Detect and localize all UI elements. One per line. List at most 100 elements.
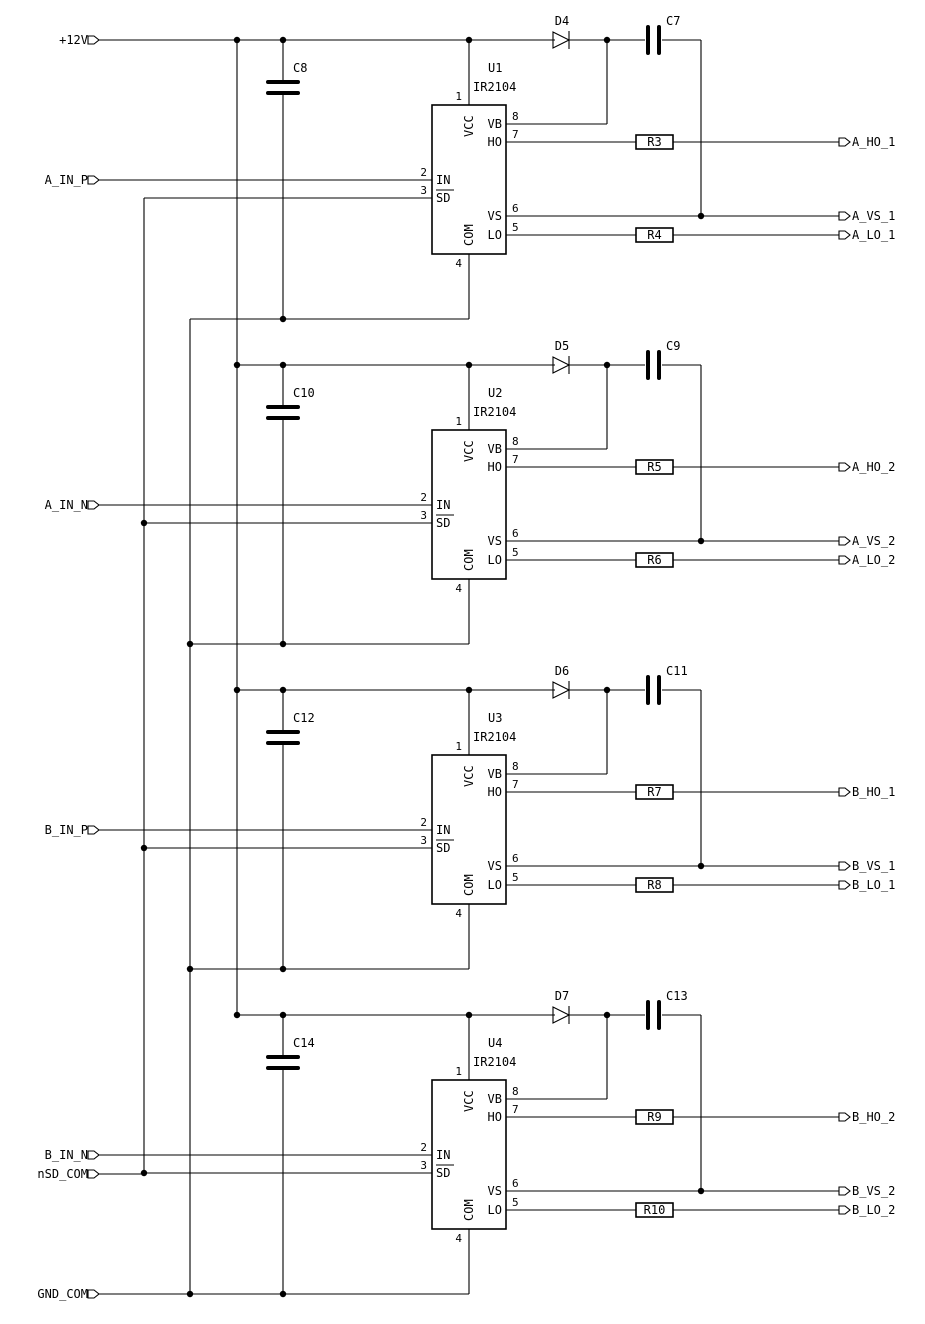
output-port-ho-label: B_HO_1 bbox=[852, 785, 895, 799]
vcc-cap-ref: C12 bbox=[293, 711, 315, 725]
lo-resistor-ref: R4 bbox=[647, 228, 661, 242]
pin-label-ho: HO bbox=[488, 1110, 502, 1124]
diode-ref: D5 bbox=[555, 339, 569, 353]
vcc-decoupling-capacitor bbox=[266, 1055, 300, 1070]
output-port-vs-label: A_VS_1 bbox=[852, 209, 895, 223]
bootstrap-capacitor bbox=[646, 25, 661, 55]
output-port-lo: B_LO_2 bbox=[838, 1203, 895, 1217]
pin-label-vcc: VCC bbox=[462, 440, 476, 462]
pin-number-com: 4 bbox=[455, 1232, 462, 1245]
lo-resistor-ref: R8 bbox=[647, 878, 661, 892]
pin-number-lo: 5 bbox=[512, 546, 519, 559]
cap-gnd-junction bbox=[279, 965, 287, 973]
pin-number-com: 4 bbox=[455, 907, 462, 920]
pin-label-sd: SD bbox=[436, 191, 450, 205]
pin-number-vs: 6 bbox=[512, 527, 519, 540]
output-port-vs-label: B_VS_2 bbox=[852, 1184, 895, 1198]
output-port-ho-label: A_HO_1 bbox=[852, 135, 895, 149]
output-port-lo: A_LO_1 bbox=[838, 228, 895, 242]
input-label-nsd-com: nSD_COM bbox=[37, 1167, 88, 1181]
lo-resistor: R4 bbox=[635, 227, 674, 243]
pin-label-vs: VS bbox=[488, 1184, 502, 1198]
input-port-nsd-com: nSD_COM bbox=[37, 1167, 144, 1181]
pin-label-com: COM bbox=[462, 549, 476, 571]
pin-label-vb: VB bbox=[488, 767, 502, 781]
pin-label-com: COM bbox=[462, 224, 476, 246]
output-port-vs: A_VS_2 bbox=[838, 534, 895, 548]
pin-label-vs: VS bbox=[488, 209, 502, 223]
pin-label-vs: VS bbox=[488, 859, 502, 873]
pin-number-vb: 8 bbox=[512, 1085, 519, 1098]
gnd-bus-junction bbox=[186, 640, 194, 648]
output-port-lo: B_LO_1 bbox=[838, 878, 895, 892]
boot-cap-ref: C9 bbox=[666, 339, 680, 353]
boot-cap-ref: C7 bbox=[666, 14, 680, 28]
output-port-lo-label: A_LO_1 bbox=[852, 228, 895, 242]
output-port-ho: A_HO_2 bbox=[838, 460, 895, 474]
pin-number-ho: 7 bbox=[512, 453, 519, 466]
lo-resistor: R10 bbox=[635, 1202, 674, 1218]
pin-label-lo: LO bbox=[488, 228, 502, 242]
bootstrap-capacitor bbox=[646, 350, 661, 380]
pin-label-vcc: VCC bbox=[462, 115, 476, 137]
input-port-a-in-n: A_IN_N bbox=[45, 498, 432, 512]
pin-label-lo: LO bbox=[488, 878, 502, 892]
bootstrap-diode bbox=[552, 356, 571, 374]
ho-resistor-ref: R3 bbox=[647, 135, 661, 149]
pin-label-sd: SD bbox=[436, 516, 450, 530]
ic-ref: U4 bbox=[488, 1036, 502, 1050]
lo-resistor: R6 bbox=[635, 552, 674, 568]
vcc-bus-junction bbox=[233, 361, 241, 369]
output-port-vs: B_VS_1 bbox=[838, 859, 895, 873]
nsd-bus-junction bbox=[140, 1169, 148, 1177]
output-port-ho-label: A_HO_2 bbox=[852, 460, 895, 474]
output-port-ho: A_HO_1 bbox=[838, 135, 895, 149]
pin-label-lo: LO bbox=[488, 553, 502, 567]
pin-label-ho: HO bbox=[488, 785, 502, 799]
diode-ref: D6 bbox=[555, 664, 569, 678]
pin-label-com: COM bbox=[462, 1199, 476, 1221]
ic-part: IR2104 bbox=[473, 80, 516, 94]
ho-resistor-ref: R9 bbox=[647, 1110, 661, 1124]
vcc-cap-ref: C10 bbox=[293, 386, 315, 400]
nsd-bus-junction bbox=[140, 519, 148, 527]
ic-part: IR2104 bbox=[473, 730, 516, 744]
input-port-gnd-com: GND_COM bbox=[37, 1287, 190, 1301]
pin-number-in: 2 bbox=[420, 491, 427, 504]
pin-number-ho: 7 bbox=[512, 1103, 519, 1116]
ho-resistor: R5 bbox=[635, 459, 674, 475]
vcc-bus-junction bbox=[233, 36, 241, 44]
pin-label-ho: HO bbox=[488, 135, 502, 149]
pin-number-lo: 5 bbox=[512, 871, 519, 884]
ic-ref: U3 bbox=[488, 711, 502, 725]
pin-label-sd: SD bbox=[436, 1166, 450, 1180]
ic-ref: U2 bbox=[488, 386, 502, 400]
output-port-vs: A_VS_1 bbox=[838, 209, 895, 223]
gnd-bus-junction bbox=[186, 965, 194, 973]
output-port-ho-label: B_HO_2 bbox=[852, 1110, 895, 1124]
pin-number-ho: 7 bbox=[512, 128, 519, 141]
input-label-a-in-n: A_IN_N bbox=[45, 498, 88, 512]
pin-number-vcc: 1 bbox=[455, 90, 462, 103]
pin-number-sd: 3 bbox=[420, 509, 427, 522]
input-label-b-in-n: B_IN_N bbox=[45, 1148, 88, 1162]
input-port-b-in-n: B_IN_N bbox=[45, 1148, 432, 1162]
pin-label-vb: VB bbox=[488, 117, 502, 131]
pin-number-lo: 5 bbox=[512, 221, 519, 234]
pin-label-in: IN bbox=[436, 823, 450, 837]
nsd-bus-junction bbox=[140, 844, 148, 852]
pin-number-in: 2 bbox=[420, 816, 427, 829]
pin-number-vcc: 1 bbox=[455, 415, 462, 428]
pin-label-in: IN bbox=[436, 173, 450, 187]
pin-number-sd: 3 bbox=[420, 834, 427, 847]
pin-number-com: 4 bbox=[455, 257, 462, 270]
input-label-vcc: +12V bbox=[59, 33, 88, 47]
pin-label-vb: VB bbox=[488, 442, 502, 456]
output-port-lo-label: B_LO_1 bbox=[852, 878, 895, 892]
cap-gnd-junction bbox=[279, 315, 287, 323]
pin-label-vb: VB bbox=[488, 1092, 502, 1106]
